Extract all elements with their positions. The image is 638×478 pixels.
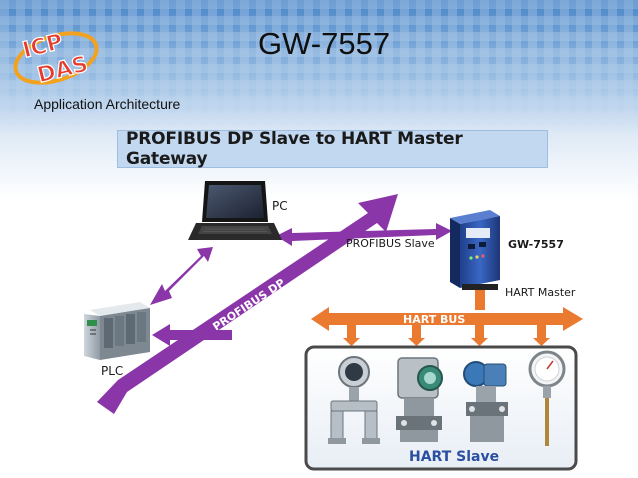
- profibus-dp-label: PROFIBUS DP: [210, 276, 287, 333]
- diagram-banner: PROFIBUS DP Slave to HART Master Gateway: [117, 129, 548, 169]
- hart-transmitter-1-icon: [328, 356, 380, 444]
- plc-device-icon: [84, 302, 150, 360]
- gateway-label: GW-7557: [508, 238, 564, 251]
- icp-das-logo: ICP DAS: [13, 29, 99, 88]
- plc-label: PLC: [101, 364, 123, 378]
- hart-transmitter-3-icon: [463, 361, 508, 442]
- page-title: GW-7557: [258, 26, 391, 61]
- hart-bus-label: HART BUS: [403, 313, 465, 326]
- gateway-link-arrow: [276, 223, 452, 246]
- background-pattern: [0, 0, 638, 130]
- hart-master-label: HART Master: [505, 286, 576, 299]
- pc-label: PC: [272, 199, 288, 213]
- plc-link-arrow: [152, 324, 232, 346]
- profibus-slave-label: PROFIBUS Slave: [346, 237, 435, 250]
- pc-link-arrow: [150, 247, 213, 305]
- hart-gauge-icon: [528, 350, 566, 446]
- pc-laptop-icon: [188, 181, 282, 240]
- hart-slave-label: HART Slave: [409, 449, 499, 465]
- hart-bus-arrow: HART BUS: [311, 290, 583, 346]
- hart-transmitter-2-icon: [396, 357, 443, 442]
- gateway-device-icon: [450, 210, 500, 290]
- page-subtitle: Application Architecture: [34, 96, 181, 112]
